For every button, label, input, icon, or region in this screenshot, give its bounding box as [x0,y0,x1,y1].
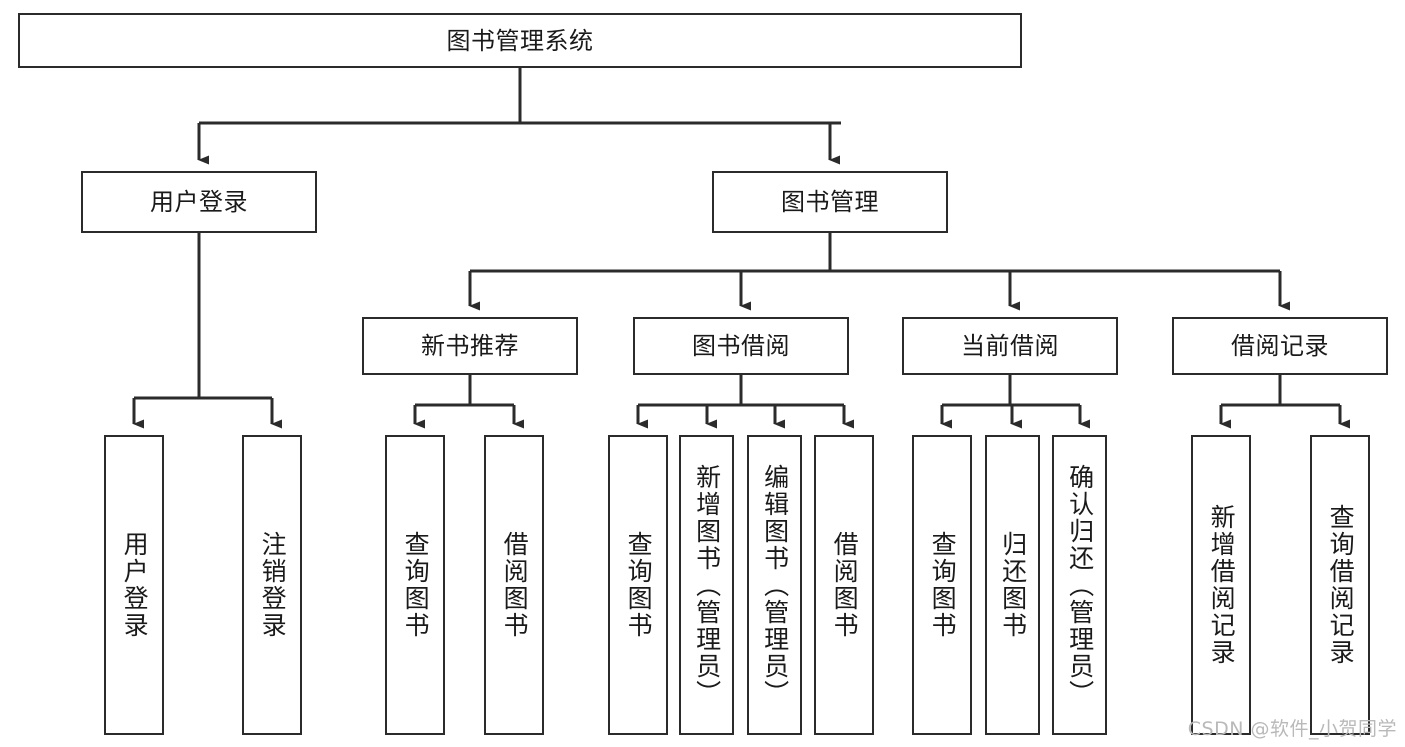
node-label: 当前借阅 [961,332,1059,360]
leaf-edit-book-admin[interactable]: 编辑图书（管理员） [747,435,802,735]
node-label: 用户登录 [120,531,150,639]
leaf-user-logout[interactable]: 注销登录 [242,435,302,735]
node-label: 注销登录 [258,531,288,639]
node-label: 图书管理系统 [446,26,594,55]
leaf-borrow-book-1[interactable]: 借阅图书 [484,435,544,735]
node-label: 查询图书 [928,531,958,639]
edge-group-current-borrow [940,375,1090,429]
node-label: 查询图书 [401,531,431,639]
node-label: 借阅图书 [830,531,860,639]
edge-group-user-login [132,233,282,429]
leaf-confirm-return-admin[interactable]: 确认归还（管理员） [1052,435,1107,735]
leaf-query-book-3[interactable]: 查询图书 [912,435,972,735]
node-label: 查询借阅记录 [1326,504,1356,666]
edge-group-book-borrow [636,375,854,429]
leaf-query-book-1[interactable]: 查询图书 [385,435,445,735]
leaf-return-book[interactable]: 归还图书 [985,435,1040,735]
node-label: 新增图书（管理员） [692,463,722,707]
node-label: 用户登录 [150,188,248,216]
node-label: 编辑图书（管理员） [760,463,790,707]
csdn-watermark: CSDN @软件_小贺同学 [1187,718,1397,740]
node-label: 图书借阅 [692,332,790,360]
node-borrowing-record[interactable]: 借阅记录 [1172,317,1388,375]
node-current-borrowing[interactable]: 当前借阅 [902,317,1118,375]
node-label: 图书管理 [781,188,879,216]
edge-group-new-book-rec [413,375,524,429]
node-book-management[interactable]: 图书管理 [712,171,948,233]
edge-group-borrow-record [1219,375,1350,429]
node-label: 借阅记录 [1231,332,1329,360]
leaf-add-book-admin[interactable]: 新增图书（管理员） [679,435,734,735]
node-label: 新增借阅记录 [1207,504,1237,666]
node-book-management-system[interactable]: 图书管理系统 [18,13,1022,68]
leaf-add-borrow-record[interactable]: 新增借阅记录 [1191,435,1251,735]
leaf-borrow-book-2[interactable]: 借阅图书 [814,435,874,735]
leaf-query-borrow-record[interactable]: 查询借阅记录 [1310,435,1370,735]
node-label: 借阅图书 [500,531,530,639]
node-label: 确认归还（管理员） [1065,463,1095,707]
node-label: 新书推荐 [421,332,519,360]
edge-group-book-manage [468,233,1290,311]
leaf-user-login[interactable]: 用户登录 [104,435,164,735]
node-book-borrowing[interactable]: 图书借阅 [633,317,849,375]
edge-group-root [197,68,841,165]
node-label: 归还图书 [998,531,1028,639]
node-new-book-recommendation[interactable]: 新书推荐 [362,317,578,375]
leaf-query-book-2[interactable]: 查询图书 [608,435,668,735]
node-user-login[interactable]: 用户登录 [81,171,317,233]
node-label: 查询图书 [624,531,654,639]
